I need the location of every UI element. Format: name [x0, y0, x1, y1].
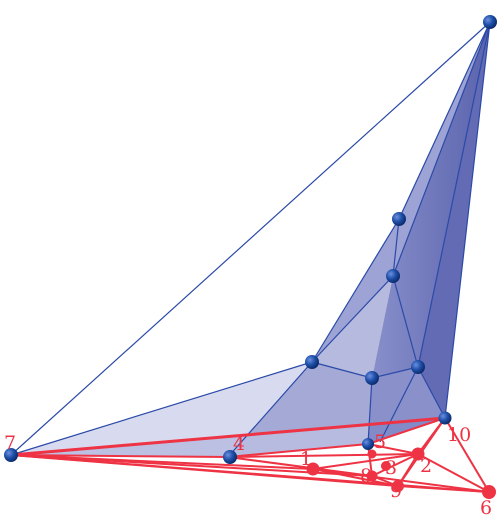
edge: [10, 361, 313, 456]
label-10: 10: [447, 424, 471, 446]
red-graph-nodes: [306, 447, 496, 499]
face-lower-right: [368, 367, 445, 444]
edge: [311, 218, 400, 363]
red-edge: [367, 417, 446, 445]
vertex-7: [4, 448, 18, 462]
red-node-1: [306, 462, 320, 476]
face-right-strip: [418, 22, 490, 418]
vertex-center: [365, 371, 379, 385]
edge: [371, 366, 419, 379]
vertex-apex: [483, 15, 497, 29]
vertex-mid-left: [305, 355, 319, 369]
edge: [367, 377, 373, 445]
red-edge: [312, 453, 419, 470]
edge: [227, 361, 313, 458]
label-5: 5: [374, 431, 386, 453]
edge: [417, 21, 491, 368]
label-4: 4: [233, 433, 245, 455]
red-node-9: [392, 480, 404, 492]
vertex-mid-upper: [386, 269, 400, 283]
edge: [444, 21, 491, 419]
edge: [379, 366, 419, 443]
vertex-10: [438, 411, 452, 425]
edge: [10, 21, 491, 456]
label-8: 8: [360, 465, 372, 487]
label-2: 2: [420, 455, 432, 477]
red-edge: [10, 454, 229, 458]
edge: [392, 218, 400, 277]
label-3: 3: [385, 457, 397, 479]
red-node-6: [482, 485, 496, 499]
face-left-tall: [312, 276, 393, 378]
red-edge: [397, 485, 490, 493]
polytope-vertices: [4, 15, 497, 464]
label-7: 7: [4, 432, 16, 454]
red-edge: [10, 416, 446, 457]
vertex-upper: [392, 212, 406, 226]
red-node-2: [411, 447, 425, 461]
vertex-4: [223, 450, 237, 464]
red-edge: [367, 443, 419, 455]
red-edge: [371, 453, 419, 477]
red-edge: [417, 453, 490, 493]
edge: [417, 366, 446, 419]
label-1: 1: [300, 448, 312, 470]
red-node-5: [367, 449, 377, 459]
vertex-labels: 7 4 1 5 10 3 2 8 9 6: [4, 424, 492, 519]
edge: [398, 21, 491, 220]
edge: [392, 21, 491, 277]
edge: [311, 361, 373, 379]
edge: [392, 275, 419, 368]
red-node-8: [366, 470, 378, 482]
label-9: 9: [390, 480, 402, 502]
label-6: 6: [480, 497, 492, 519]
edge: [311, 275, 394, 363]
red-edge: [227, 453, 419, 458]
red-node-3: [381, 461, 391, 471]
red-edge: [227, 443, 369, 458]
vertex-mid-right: [411, 360, 425, 374]
face-right-tall: [372, 22, 490, 378]
vertex-5: [362, 438, 374, 450]
red-edge: [444, 417, 490, 493]
